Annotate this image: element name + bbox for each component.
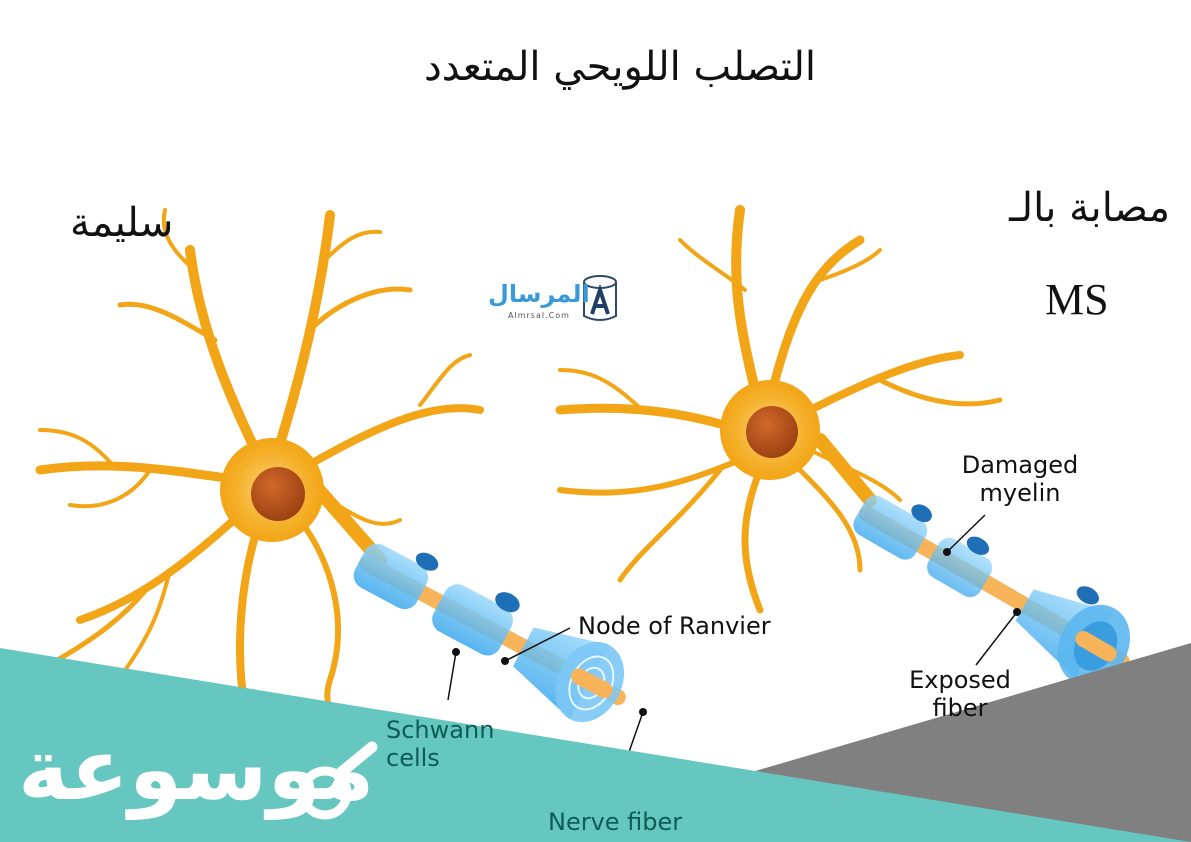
almrsal-logo-icon <box>583 275 617 321</box>
almrsal-logo-arabic: المرسال <box>488 280 590 308</box>
ms-label-arabic: مصابة بالـ <box>1009 185 1170 231</box>
ms-damaged-axon <box>853 495 1130 686</box>
ms-nucleus <box>746 406 798 458</box>
callout-damaged-line1: Damaged <box>961 451 1079 479</box>
callout-nerve-fiber: Nerve fiber <box>548 808 683 836</box>
almrsal-logo-latin: Almrsal.Com <box>508 311 570 320</box>
callout-damaged-line2: myelin <box>979 479 1061 507</box>
callout-schwann-line1: Schwann <box>386 716 495 744</box>
callout-schwann-cells: Schwann cells <box>386 716 494 772</box>
healthy-label: سليمة <box>70 200 174 246</box>
callout-exposed-fiber: Exposed fiber <box>905 666 1015 722</box>
callout-damaged-myelin: Damaged myelin <box>955 451 1085 507</box>
callout-node-of-ranvier: Node of Ranvier <box>578 612 771 640</box>
teal-band <box>0 648 1191 842</box>
callout-exposed-line1: Exposed <box>909 666 1011 694</box>
callout-exposed-line2: fiber <box>932 694 988 722</box>
healthy-myelinated-axon <box>353 543 626 723</box>
healthy-nucleus <box>251 467 305 521</box>
callout-dots <box>452 548 1021 716</box>
mawsoah-brand-logo: موسوعة <box>18 720 375 820</box>
magnifier-icon <box>298 741 378 820</box>
page-title: التصلب اللويحي المتعدد <box>423 44 817 90</box>
callout-schwann-line2: cells <box>386 744 440 772</box>
ms-label-latin: MS <box>1045 275 1109 324</box>
